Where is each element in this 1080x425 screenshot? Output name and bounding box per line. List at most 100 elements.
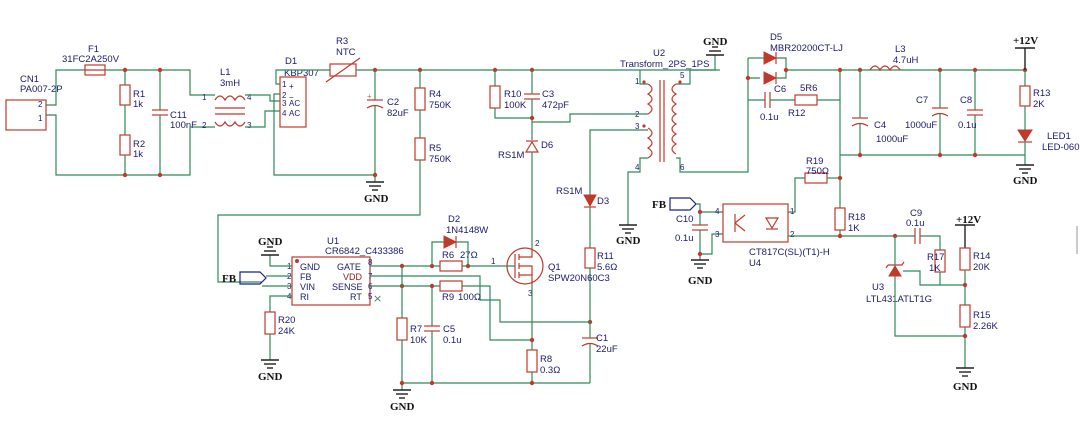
gnd-symbol-6: GND	[258, 359, 283, 383]
l3-val: 4.7uH	[893, 55, 918, 66]
r7-ref: R7	[410, 324, 422, 335]
l1-pin4: 4	[247, 93, 252, 102]
c3-val: 472pF	[542, 100, 569, 111]
l1-pin3: 3	[247, 121, 252, 130]
resistor-r15: R15 2.26K	[959, 304, 998, 332]
vcc-label-2: +12V	[956, 214, 981, 226]
q1-pin2: 2	[535, 239, 540, 248]
capacitor-c6: C6 0.1u	[748, 84, 786, 123]
u1-pin6-name: SENSE	[332, 282, 363, 292]
resistor-r12: 5R6 R12	[788, 83, 818, 119]
capacitor-c2: + C2 82uF	[366, 70, 409, 182]
r8-ref: R8	[540, 354, 552, 365]
c7-val: 1000uF	[905, 120, 937, 131]
cn1-ref: CN1	[20, 74, 39, 85]
r12-ref: R12	[788, 108, 805, 119]
r15-ref: R15	[973, 310, 990, 321]
r2-val: 1k	[133, 149, 143, 160]
gnd-label-6: GND	[258, 371, 283, 383]
d1-pin2: 2	[282, 91, 287, 100]
u2-ref: U2	[653, 48, 665, 59]
d1-ref: D1	[285, 56, 297, 67]
l1-val: 3mH	[220, 78, 240, 89]
r8-val: 0.3Ω	[540, 365, 560, 376]
inductor-l3: L3 4.7uH	[869, 44, 918, 72]
c1-val: 22uF	[596, 344, 618, 355]
c9-ref: C9	[910, 208, 922, 219]
r20-ref: R20	[278, 315, 295, 326]
c5-val: 0.1u	[443, 335, 462, 346]
r4-val: 750K	[429, 100, 452, 111]
f1-part: 31FC2A250V	[62, 54, 120, 65]
c2-val: 82uF	[387, 108, 409, 119]
capacitor-c3: C3 472pF	[524, 70, 569, 140]
c11-ref: C11	[170, 110, 187, 121]
cn1-pin1: 1	[38, 114, 43, 123]
c6-ref: C6	[774, 84, 786, 95]
u1-pin3-name: VIN	[300, 282, 315, 292]
u3-ref: U3	[872, 282, 884, 293]
q1-pin3: 3	[528, 289, 533, 298]
q1-ref: Q1	[548, 262, 561, 273]
capacitor-c11: C11 100nF	[152, 70, 197, 175]
capacitor-c5: C5 0.1u	[424, 324, 462, 346]
c8-val: 0.1u	[958, 120, 977, 131]
common-mode-choke-l1: L1 3mH 1 2 4 3	[202, 67, 252, 130]
d5-part: MBR20200CT-LJ	[770, 43, 843, 54]
r12-ref-val: 5R6	[800, 83, 817, 94]
r15-val: 2.26K	[973, 321, 998, 332]
d1-ac2: AC	[289, 109, 300, 118]
capacitor-c1: C1 22uF	[581, 333, 618, 355]
d1-pin4: 4	[282, 109, 287, 118]
l1-ref: L1	[220, 67, 231, 78]
u2-pin5: 5	[680, 71, 685, 80]
d1-ac1: AC	[289, 99, 300, 108]
u2-part: Transform_2PS_1PS	[620, 59, 709, 70]
q1-pin1: 1	[491, 257, 496, 266]
r18-ref: R18	[848, 212, 865, 223]
c11-val: 100nF	[170, 120, 197, 131]
u1-pin5-name: RT	[350, 292, 362, 302]
r20-val: 24K	[278, 326, 296, 337]
r6-val: 27Ω	[460, 250, 478, 261]
r6-ref: R6	[442, 250, 454, 261]
capacitor-c7: C7 1000uF	[905, 70, 949, 155]
gnd-symbol-5: GND	[258, 236, 283, 256]
r1-val: 1k	[133, 99, 143, 110]
gnd-symbol-2: GND	[616, 224, 641, 247]
r13-ref: R13	[1033, 88, 1050, 99]
d3-part: RS1M	[556, 186, 582, 197]
c8-ref: C8	[960, 95, 972, 106]
r9-ref: R9	[442, 292, 454, 303]
u1-ref: U1	[327, 236, 339, 247]
gnd-label-7: GND	[390, 401, 415, 413]
r4-ref: R4	[429, 89, 441, 100]
gnd-symbol-8: GND	[688, 259, 713, 287]
optocoupler-u4: 4 3 1 2 CT817C(SL)(T1)-H U4	[715, 203, 830, 269]
r11-ref: R11	[597, 251, 614, 262]
schottky-d5: D5 MBR20200CT-LJ	[763, 32, 843, 85]
shunt-regulator-u3: U3 LTL431ATLT1G	[866, 261, 932, 305]
r10-ref: R10	[504, 89, 521, 100]
d1-pin1: 1	[282, 80, 287, 89]
diode-d6: D6 RS1M	[498, 140, 553, 161]
gnd-label-5: GND	[258, 236, 283, 248]
cn1-part: PA007-2P	[20, 84, 63, 95]
u4-pin4: 4	[715, 207, 720, 216]
diode-d3: D3 RS1M	[556, 186, 609, 208]
resistor-r2: R2 1k	[119, 134, 145, 160]
c2-polarity: +	[367, 92, 372, 101]
d1-pin3: 3	[282, 99, 287, 108]
d1-part: KBP307	[284, 68, 319, 79]
gnd-symbol-3: GND	[703, 36, 728, 56]
led1-ref: LED1	[1047, 131, 1071, 142]
c1-ref: C1	[596, 333, 608, 344]
capacitor-c10: C10 0.1u	[675, 212, 708, 244]
cn1-pin2: 2	[38, 100, 43, 109]
diode-d2: D2 1N4148W	[443, 214, 488, 249]
c7-ref: C7	[916, 95, 928, 106]
gnd-label-2: GND	[616, 235, 641, 247]
u4-part: CT817C(SL)(T1)-H	[749, 247, 830, 258]
c3-ref: C3	[542, 89, 554, 100]
